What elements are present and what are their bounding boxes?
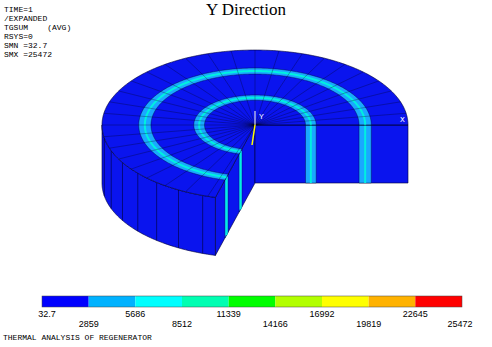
scale-band [42,296,89,307]
ring-section [225,174,228,238]
mesh-line [255,54,302,125]
info-line: /EXPANDED [4,15,47,23]
info-line: TIME=1 [4,6,33,14]
mesh-line [255,113,406,125]
mesh-line [186,58,255,125]
scale-border [42,296,462,307]
ring-section [359,125,371,183]
scale-value: 32.7 [38,310,56,319]
cut-face [255,125,408,183]
info-line: SMN =32.7 [4,42,47,50]
plot-caption: THERMAL ANALYSIS OF REGENERATOR [3,334,152,342]
axis-label: X [400,116,405,124]
top-face [102,50,408,197]
axis-label: Y [259,113,264,121]
ring-section [305,125,316,183]
ring-core [240,151,242,209]
axis-line [252,125,255,145]
scale-value: 5686 [125,310,145,319]
mesh-line [231,51,255,125]
mesh-line [111,151,112,209]
ring-core [225,177,227,235]
scale-band [369,296,416,307]
mesh-line [102,125,255,126]
plot-title: Y Direction [0,1,492,18]
scale-value: 11339 [216,310,240,319]
mesh-line [255,58,324,125]
mesh-line [122,162,123,220]
ring-core [310,125,312,183]
mesh-line [131,125,255,169]
mesh-line [208,54,255,125]
scale-band [229,296,276,307]
mesh-line [202,195,203,253]
ring-core [364,125,366,183]
mesh-line [109,102,255,125]
mesh-line [147,125,255,178]
info-line: RSYS=0 [4,33,33,41]
scale-value: 8512 [172,320,192,329]
scale-value: 22645 [403,310,428,319]
scale-value: 2859 [79,320,99,329]
mesh-line [208,125,255,196]
scale-band [415,296,462,307]
mesh-line [255,51,279,125]
scale-value: 19819 [356,320,381,329]
mesh-line [255,102,401,125]
scale-band [275,296,322,307]
mesh-line [255,64,345,125]
mesh-line [147,72,255,125]
mesh-line [165,64,255,125]
info-line: SMX =25472 [4,51,52,59]
scale-value: 25472 [447,320,472,329]
scale-band [135,296,182,307]
mesh-line [109,125,255,148]
mesh-line [131,81,255,125]
mesh-line [255,50,256,125]
mesh-line [104,125,255,137]
mesh-line [178,190,179,248]
scale-value: 16992 [309,310,334,319]
info-line: TGSUM (AVG) [4,24,71,32]
mesh-line [186,125,255,192]
mesh-line [137,173,138,231]
scale-band [322,296,369,307]
axis-line [255,111,256,125]
ring-section [239,149,242,212]
mesh-line [165,125,255,186]
mesh-line [255,125,408,126]
mesh-line [255,72,363,125]
mesh-line [255,81,379,125]
mesh-line [104,138,105,196]
mesh-line [156,182,157,240]
scale-band [89,296,136,307]
scale-value: 14166 [263,320,288,329]
mesh-line [119,91,255,125]
scale-band [182,296,229,307]
